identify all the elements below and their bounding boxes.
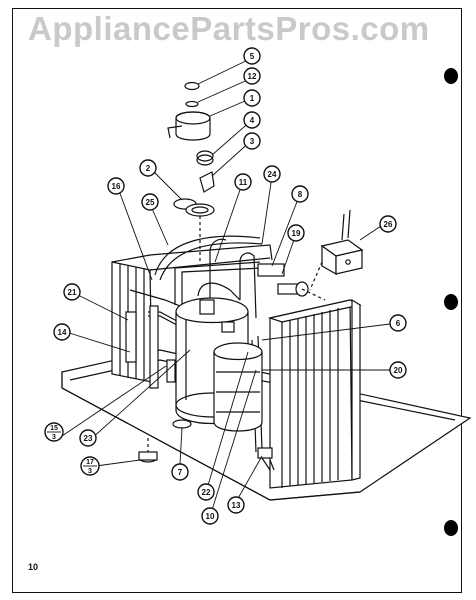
svg-text:22: 22 — [202, 488, 211, 497]
service-valve — [257, 263, 326, 301]
callout-5: 5 — [243, 47, 261, 65]
svg-text:19: 19 — [292, 229, 301, 238]
svg-text:13: 13 — [232, 501, 241, 510]
callout-23: 23 — [79, 429, 97, 447]
punch-hole — [444, 68, 458, 84]
callout-8: 8 — [291, 185, 309, 203]
solenoid-coil — [167, 81, 215, 262]
callout-1: 1 — [243, 89, 261, 107]
svg-text:3: 3 — [52, 434, 56, 441]
callout-4: 4 — [243, 111, 261, 129]
callout-12: 12 — [243, 67, 261, 85]
svg-text:7: 7 — [178, 468, 183, 477]
callout-6: 6 — [389, 314, 407, 332]
callout-13: 13 — [227, 496, 245, 514]
condenser-coil — [267, 298, 362, 489]
svg-text:12: 12 — [248, 72, 257, 81]
callout-15-3: 15 3 — [44, 422, 64, 442]
relay-box — [309, 209, 364, 291]
callout-14: 14 — [53, 323, 71, 341]
punch-hole — [444, 520, 458, 536]
page-number: 10 — [28, 562, 39, 572]
svg-text:10: 10 — [206, 512, 215, 521]
callout-2: 2 — [139, 159, 157, 177]
callout-25: 25 — [141, 193, 159, 211]
callout-22: 22 — [197, 483, 215, 501]
svg-text:6: 6 — [396, 319, 401, 328]
svg-text:4: 4 — [250, 116, 255, 125]
callout-3: 3 — [243, 132, 261, 150]
callout-10: 10 — [201, 507, 219, 525]
svg-text:25: 25 — [146, 198, 155, 207]
accumulator — [213, 342, 263, 432]
svg-text:3: 3 — [88, 468, 92, 475]
svg-text:17: 17 — [86, 459, 94, 466]
leader-lines — [61, 57, 391, 511]
svg-text:24: 24 — [268, 170, 277, 179]
filter-drier — [166, 359, 275, 471]
callout-17-3: 17 3 — [80, 456, 100, 476]
callout-19: 19 — [287, 224, 305, 242]
svg-text:3: 3 — [250, 137, 255, 146]
svg-text:14: 14 — [58, 328, 67, 337]
callout-26: 26 — [379, 215, 397, 233]
watermark: AppliancePartsPros.com — [28, 10, 430, 47]
callout-24: 24 — [263, 165, 281, 183]
svg-text:11: 11 — [239, 178, 248, 187]
callout-21: 21 — [63, 283, 81, 301]
svg-text:23: 23 — [84, 434, 93, 443]
svg-text:15: 15 — [50, 425, 58, 432]
svg-text:2: 2 — [146, 164, 151, 173]
svg-text:5: 5 — [250, 52, 255, 61]
svg-text:21: 21 — [68, 288, 77, 297]
svg-text:8: 8 — [298, 190, 303, 199]
callout-11: 11 — [234, 173, 252, 191]
callout-20: 20 — [389, 361, 407, 379]
punch-hole — [444, 294, 458, 310]
bracket — [125, 305, 159, 389]
svg-text:20: 20 — [394, 366, 403, 375]
svg-text:16: 16 — [112, 182, 121, 191]
page-border — [12, 8, 462, 593]
svg-text:1: 1 — [250, 94, 255, 103]
callout-7: 7 — [171, 463, 189, 481]
svg-text:26: 26 — [384, 220, 393, 229]
callout-16: 16 — [107, 177, 125, 195]
